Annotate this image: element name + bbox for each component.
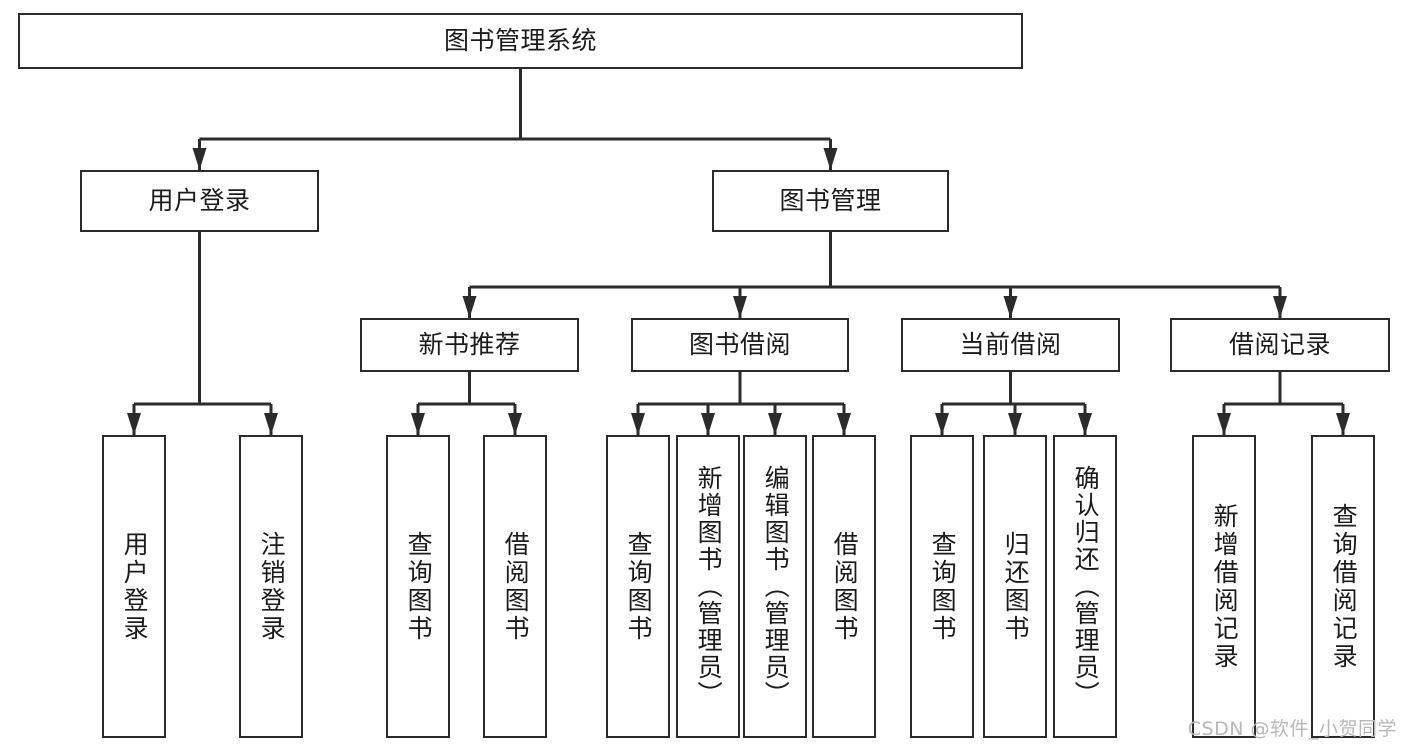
node-book-borrow[interactable]: 图书借阅 — [631, 318, 849, 372]
node-label: 图书管理 — [779, 186, 882, 216]
node-current-borrow[interactable]: 当前借阅 — [901, 318, 1120, 372]
node-leaf-borrow-book-1[interactable]: 借阅图书 — [483, 435, 547, 738]
node-label: 注销登录 — [257, 530, 287, 643]
node-leaf-query-book-3[interactable]: 查询图书 — [910, 435, 974, 738]
node-label: 借阅记录 — [1228, 330, 1331, 360]
node-label: 新书推荐 — [418, 330, 521, 360]
node-label: 归还图书 — [1001, 530, 1031, 643]
node-label: 用户登录 — [148, 186, 251, 216]
node-user-login[interactable]: 用户登录 — [80, 170, 319, 232]
node-label: 新增借阅记录 — [1210, 502, 1240, 671]
node-book-manage[interactable]: 图书管理 — [712, 170, 949, 232]
node-label: 图书借阅 — [688, 330, 791, 360]
node-root[interactable]: 图书管理系统 — [18, 13, 1023, 69]
node-leaf-return-book[interactable]: 归还图书 — [983, 435, 1047, 738]
node-label: 当前借阅 — [959, 330, 1062, 360]
node-leaf-add-book[interactable]: 新增图书（管理员） — [676, 435, 740, 738]
node-label: 确认归还（管理员） — [1071, 465, 1101, 708]
node-leaf-add-record[interactable]: 新增借阅记录 — [1192, 435, 1256, 738]
node-leaf-borrow-book-2[interactable]: 借阅图书 — [812, 435, 876, 738]
node-leaf-user-login[interactable]: 用户登录 — [102, 435, 166, 738]
node-label: 用户登录 — [120, 530, 150, 643]
node-leaf-user-logout[interactable]: 注销登录 — [239, 435, 303, 738]
node-leaf-query-record[interactable]: 查询借阅记录 — [1311, 435, 1375, 738]
node-label: 查询借阅记录 — [1329, 502, 1359, 671]
node-leaf-query-book-2[interactable]: 查询图书 — [606, 435, 670, 738]
node-label: 借阅图书 — [830, 530, 860, 643]
node-label: 查询图书 — [928, 530, 958, 643]
node-label: 图书管理系统 — [443, 26, 597, 56]
node-label: 借阅图书 — [501, 530, 531, 643]
node-leaf-confirm-return[interactable]: 确认归还（管理员） — [1053, 435, 1117, 738]
node-label: 查询图书 — [624, 530, 654, 643]
node-new-book-rec[interactable]: 新书推荐 — [360, 318, 579, 372]
node-label: 查询图书 — [404, 530, 434, 643]
node-label: 新增图书（管理员） — [694, 465, 724, 708]
node-leaf-query-book-1[interactable]: 查询图书 — [386, 435, 450, 738]
node-leaf-edit-book[interactable]: 编辑图书（管理员） — [743, 435, 807, 738]
watermark: CSDN @软件_小贺同学 — [1187, 718, 1397, 740]
node-label: 编辑图书（管理员） — [761, 465, 791, 708]
node-borrow-record[interactable]: 借阅记录 — [1170, 318, 1390, 372]
